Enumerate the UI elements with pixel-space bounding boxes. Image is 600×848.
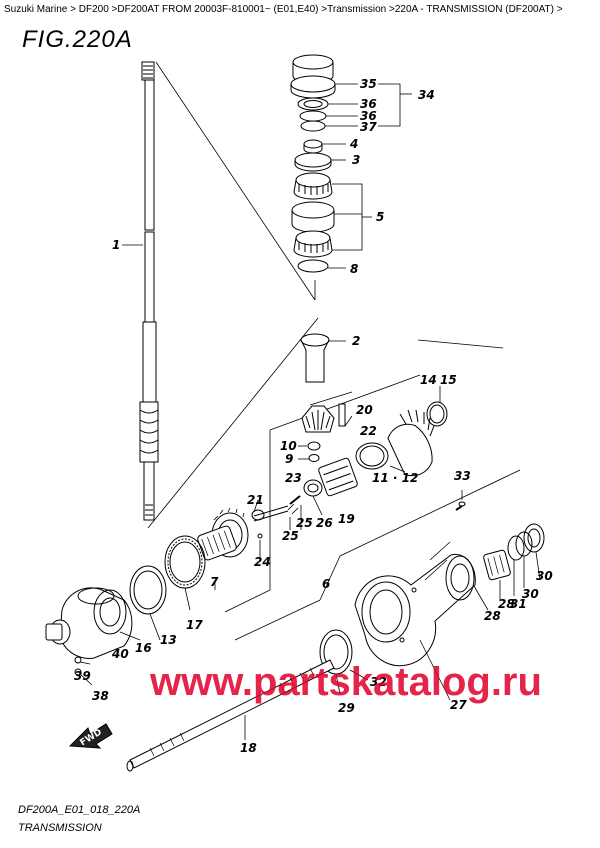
part-labels: 1 2 3 4 5 6 7 8 9 10 11 · 12 13 14 15 16… (74, 77, 553, 755)
part-label-10[interactable]: 10 (280, 439, 297, 453)
part-label-2[interactable]: 2 (352, 334, 360, 348)
watermark: www.partskatalog.ru (150, 660, 542, 704)
drawing-code: DF200A_E01_018_220A (18, 804, 141, 816)
part-label-36a[interactable]: 36 (360, 97, 377, 111)
part-label-38[interactable]: 38 (92, 689, 109, 703)
part-label-30b[interactable]: 30 (536, 569, 553, 583)
figure-title: FIG.220A (22, 26, 133, 53)
lower-leader-lines (79, 386, 541, 740)
part-label-19[interactable]: 19 (338, 512, 355, 526)
part-label-31[interactable]: 31 (510, 597, 527, 611)
part-label-29[interactable]: 29 (338, 701, 355, 715)
seal-stack-drawing (455, 501, 545, 581)
upper-leader-lines (322, 83, 412, 269)
part-label-15[interactable]: 15 (440, 373, 457, 387)
propeller-shaft-drawing (126, 659, 335, 772)
part-label-32[interactable]: 32 (370, 675, 387, 689)
part-label-13[interactable]: 13 (160, 633, 177, 647)
prop-shaft-housing-drawing (45, 587, 133, 676)
pinion-gear-drawing (298, 403, 346, 462)
drive-shaft-drawing (139, 61, 159, 521)
gear-case-cap-drawing (319, 541, 476, 675)
part-label-9[interactable]: 9 (285, 452, 293, 466)
sleeve-drawing (300, 333, 346, 383)
part-label-16[interactable]: 16 (135, 641, 152, 655)
part-label-33[interactable]: 33 (454, 469, 471, 483)
part-label-24[interactable]: 24 (254, 555, 271, 569)
part-label-7[interactable]: 7 (210, 575, 219, 589)
part-label-18[interactable]: 18 (240, 741, 257, 755)
part-label-36b[interactable]: 36 (360, 109, 377, 123)
part-label-39[interactable]: 39 (74, 669, 91, 683)
part-label-21[interactable]: 21 (247, 493, 264, 507)
part-label-22[interactable]: 22 (360, 424, 377, 438)
drawing-title: TRANSMISSION (18, 822, 102, 834)
part-label-1[interactable]: 1 (112, 238, 120, 252)
part-label-34[interactable]: 34 (418, 88, 435, 102)
part-label-26[interactable]: 26 (316, 516, 333, 530)
clutch-and-forward-gear-drawing (287, 401, 448, 515)
part-label-8[interactable]: 8 (350, 262, 358, 276)
breadcrumb[interactable]: Suzuki Marine > DF200 >DF200AT FROM 2000… (4, 4, 563, 15)
part-label-5[interactable]: 5 (376, 210, 384, 224)
part-label-28a[interactable]: 28 (484, 609, 501, 623)
part-label-25a[interactable]: 25 (282, 529, 299, 543)
part-label-37[interactable]: 37 (360, 120, 377, 134)
part-label-17[interactable]: 17 (186, 618, 203, 632)
part-label-30a[interactable]: 30 (522, 587, 539, 601)
part-label-27[interactable]: 27 (450, 698, 467, 712)
part-label-11-12[interactable]: 11 · 12 (372, 471, 418, 485)
part-label-28b[interactable]: 28 (498, 597, 515, 611)
part-label-6[interactable]: 6 (322, 577, 330, 591)
reverse-gear-drawing (197, 505, 289, 561)
part-label-40[interactable]: 40 (111, 647, 129, 661)
part-label-25b[interactable]: 25 (296, 516, 313, 530)
part-label-3[interactable]: 3 (352, 153, 360, 167)
fwd-direction-arrow (68, 723, 113, 749)
thrust-bearing-drawing (129, 535, 206, 615)
part-label-14[interactable]: 14 (420, 373, 437, 387)
part-label-23[interactable]: 23 (285, 471, 302, 485)
part-label-20[interactable]: 20 (356, 403, 373, 417)
upper-bearing-stack-drawing (290, 54, 336, 273)
part-label-35[interactable]: 35 (360, 77, 377, 91)
part-label-4[interactable]: 4 (349, 137, 358, 151)
assembly-guide-lines (147, 61, 521, 641)
